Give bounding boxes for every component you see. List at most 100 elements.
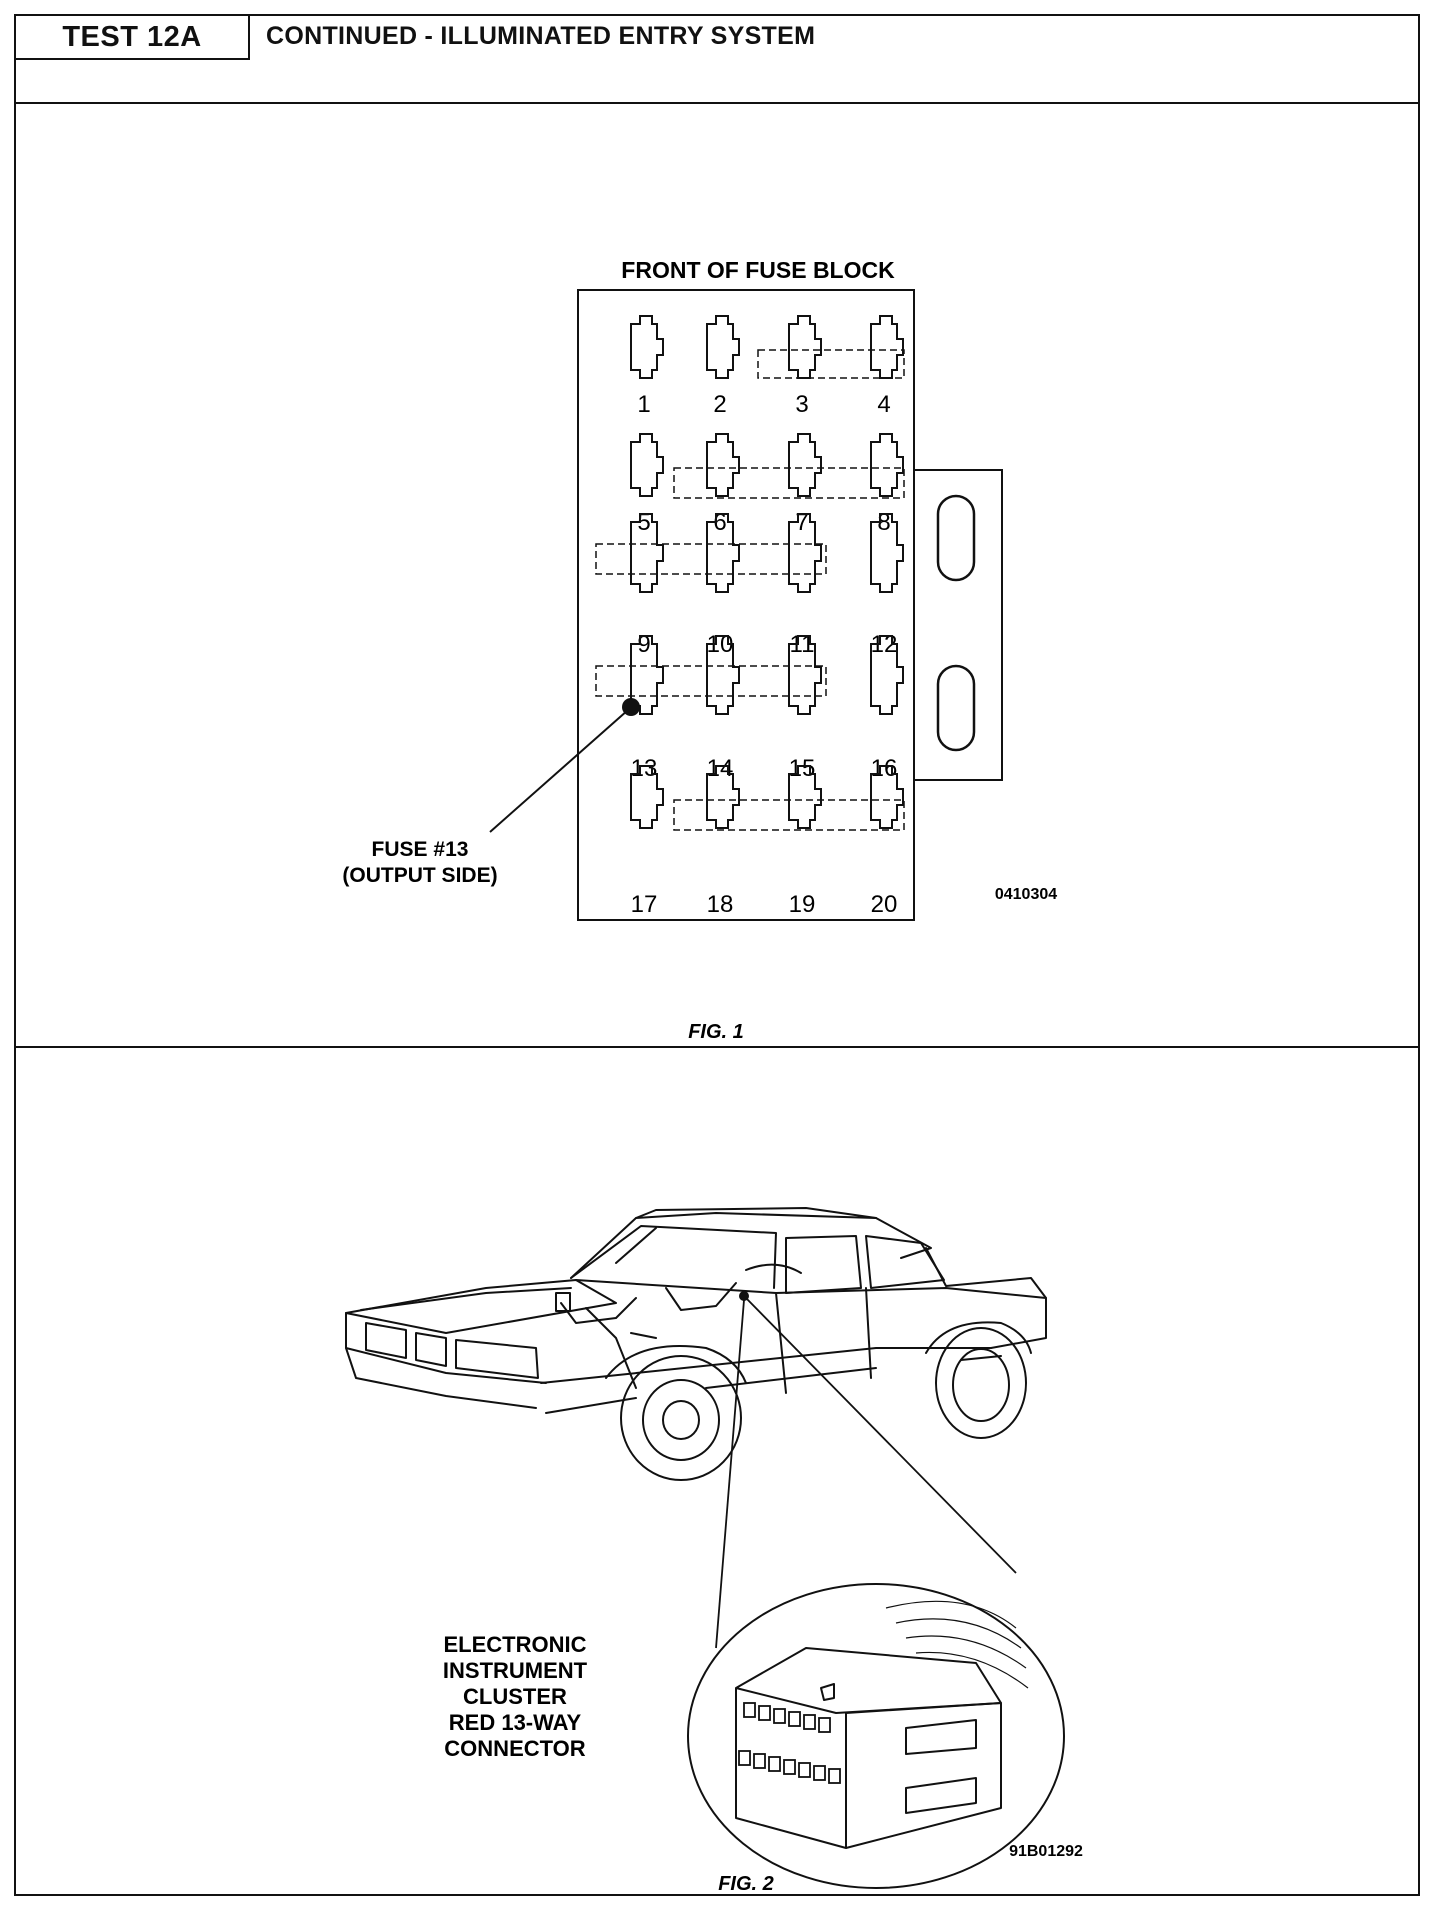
fuse-slot-17 xyxy=(630,765,664,829)
bus-link-3-4 xyxy=(757,349,905,379)
car-hood xyxy=(345,1279,617,1334)
fuse-slot-6 xyxy=(706,433,740,497)
fuse-slot-15 xyxy=(788,635,822,715)
fuse-number-2: 2 xyxy=(713,391,726,418)
connector-label-line-5: CONNECTOR xyxy=(444,1736,585,1761)
fuse-slot-20 xyxy=(870,765,904,829)
fuse-slot-16 xyxy=(870,635,904,715)
car-roof-top xyxy=(635,1207,877,1219)
fuse-number-16: 16 xyxy=(871,755,898,782)
fuse-number-20: 20 xyxy=(871,891,898,918)
leader-line-left xyxy=(715,1299,745,1649)
car-front-wheel xyxy=(642,1379,720,1461)
car-front-face xyxy=(345,1312,547,1384)
connector-body-front xyxy=(735,1688,847,1849)
car-front-door-window xyxy=(785,1235,862,1294)
mounting-slot-lower xyxy=(936,664,976,752)
connector-label-line-1: ELECTRONIC xyxy=(444,1632,587,1657)
fuse-slot-4 xyxy=(870,315,904,379)
car-trunk xyxy=(925,1247,1047,1349)
car-rocker xyxy=(545,1355,1002,1414)
fig1-caption: FIG. 1 xyxy=(688,1021,744,1043)
fuse-number-19: 19 xyxy=(789,891,816,918)
fuse-slot-11 xyxy=(788,513,822,593)
fuse-slot-13 xyxy=(630,635,664,715)
connector-latch xyxy=(905,1719,977,1755)
mounting-slot-upper xyxy=(936,494,976,582)
connector-label-line-4: RED 13-WAY xyxy=(449,1710,582,1735)
car-front-bumper xyxy=(345,1347,537,1409)
fig2-code: 91B01292 xyxy=(1009,1843,1083,1860)
pin-cavity xyxy=(798,1762,811,1778)
car-rear-wheel xyxy=(952,1348,1010,1422)
pin-cavity xyxy=(803,1714,816,1730)
connector-wires xyxy=(885,1600,1029,1689)
car-hood-crease xyxy=(360,1287,572,1311)
fig2-panel: ELECTRONIC INSTRUMENT CLUSTER RED 13-WAY… xyxy=(16,1048,1418,1896)
pin-cavity xyxy=(813,1765,826,1781)
car-headlamp-right xyxy=(455,1339,539,1379)
pin-cavity xyxy=(788,1711,801,1727)
fuse-block-outline xyxy=(577,289,915,921)
pin-cavity xyxy=(738,1750,751,1766)
vehicle-illustration xyxy=(345,1207,1047,1481)
car-engine-part-b xyxy=(555,1292,571,1312)
mounting-bracket xyxy=(914,469,1003,781)
header: TEST 12A CONTINUED - ILLUMINATED ENTRY S… xyxy=(16,16,1418,104)
car-windshield-pillar xyxy=(615,1227,657,1264)
pin-cavity xyxy=(828,1768,841,1784)
fuse-slot-14 xyxy=(706,635,740,715)
test-id: TEST 12A xyxy=(16,16,250,60)
car-rear-tire xyxy=(935,1327,1027,1439)
fuse-number-15: 15 xyxy=(789,755,816,782)
fuse-slot-3 xyxy=(788,315,822,379)
pin-cavity xyxy=(743,1702,756,1718)
car-windshield xyxy=(570,1225,777,1289)
bus-link-13-15 xyxy=(595,665,827,697)
pin-cavity xyxy=(783,1759,796,1775)
fuse13-leader-line xyxy=(489,709,629,833)
fuse-slot-9 xyxy=(630,513,664,593)
connector-body-side xyxy=(845,1702,1002,1849)
car-headlamp-left xyxy=(365,1322,407,1359)
connector-magnified-view xyxy=(687,1583,1065,1889)
pin-cavity xyxy=(818,1717,831,1733)
car-grille xyxy=(415,1332,447,1367)
fuse-slot-18 xyxy=(706,765,740,829)
connector-body-top xyxy=(735,1647,1002,1714)
car-harness xyxy=(585,1307,657,1389)
fuse-slot-10 xyxy=(706,513,740,593)
fuse-number-17: 17 xyxy=(631,891,658,918)
connector-key xyxy=(820,1683,835,1701)
fuse-slot-2 xyxy=(706,315,740,379)
fuse-block-heading: FRONT OF FUSE BLOCK xyxy=(621,257,895,283)
vehicle-connector-diagram: ELECTRONIC INSTRUMENT CLUSTER RED 13-WAY… xyxy=(345,1207,1083,1895)
leader-line-right xyxy=(745,1297,1017,1574)
fuse-slot-5 xyxy=(630,433,664,497)
page-title: CONTINUED - ILLUMINATED ENTRY SYSTEM xyxy=(266,22,816,50)
fuse-slot-7 xyxy=(788,433,822,497)
car-door-seams xyxy=(775,1287,872,1394)
bus-link-9-11 xyxy=(595,543,827,575)
fuse-number-14: 14 xyxy=(707,755,734,782)
car-steering-column xyxy=(665,1282,737,1311)
fuse-number-13: 13 xyxy=(631,755,658,782)
pin-cavity xyxy=(768,1756,781,1772)
fuse-slot-8 xyxy=(870,433,904,497)
fuse-slot-12 xyxy=(870,513,904,593)
car-engine-part-a xyxy=(560,1297,637,1324)
pin-cavity xyxy=(753,1753,766,1769)
car-rear-wheelarch xyxy=(925,1321,1032,1354)
fuse-number-1: 1 xyxy=(637,391,650,418)
car-body-line xyxy=(540,1347,992,1384)
connector-label-line-2: INSTRUMENT xyxy=(443,1658,588,1683)
car-front-tire xyxy=(620,1355,742,1481)
fuse-slot-19 xyxy=(788,765,822,829)
document-frame: TEST 12A CONTINUED - ILLUMINATED ENTRY S… xyxy=(14,14,1420,1896)
car-front-hub xyxy=(662,1400,700,1440)
pin-cavities xyxy=(738,1702,841,1784)
fuse13-callout-line2: (OUTPUT SIDE) xyxy=(342,864,497,887)
fig1-code: 0410304 xyxy=(995,886,1057,903)
